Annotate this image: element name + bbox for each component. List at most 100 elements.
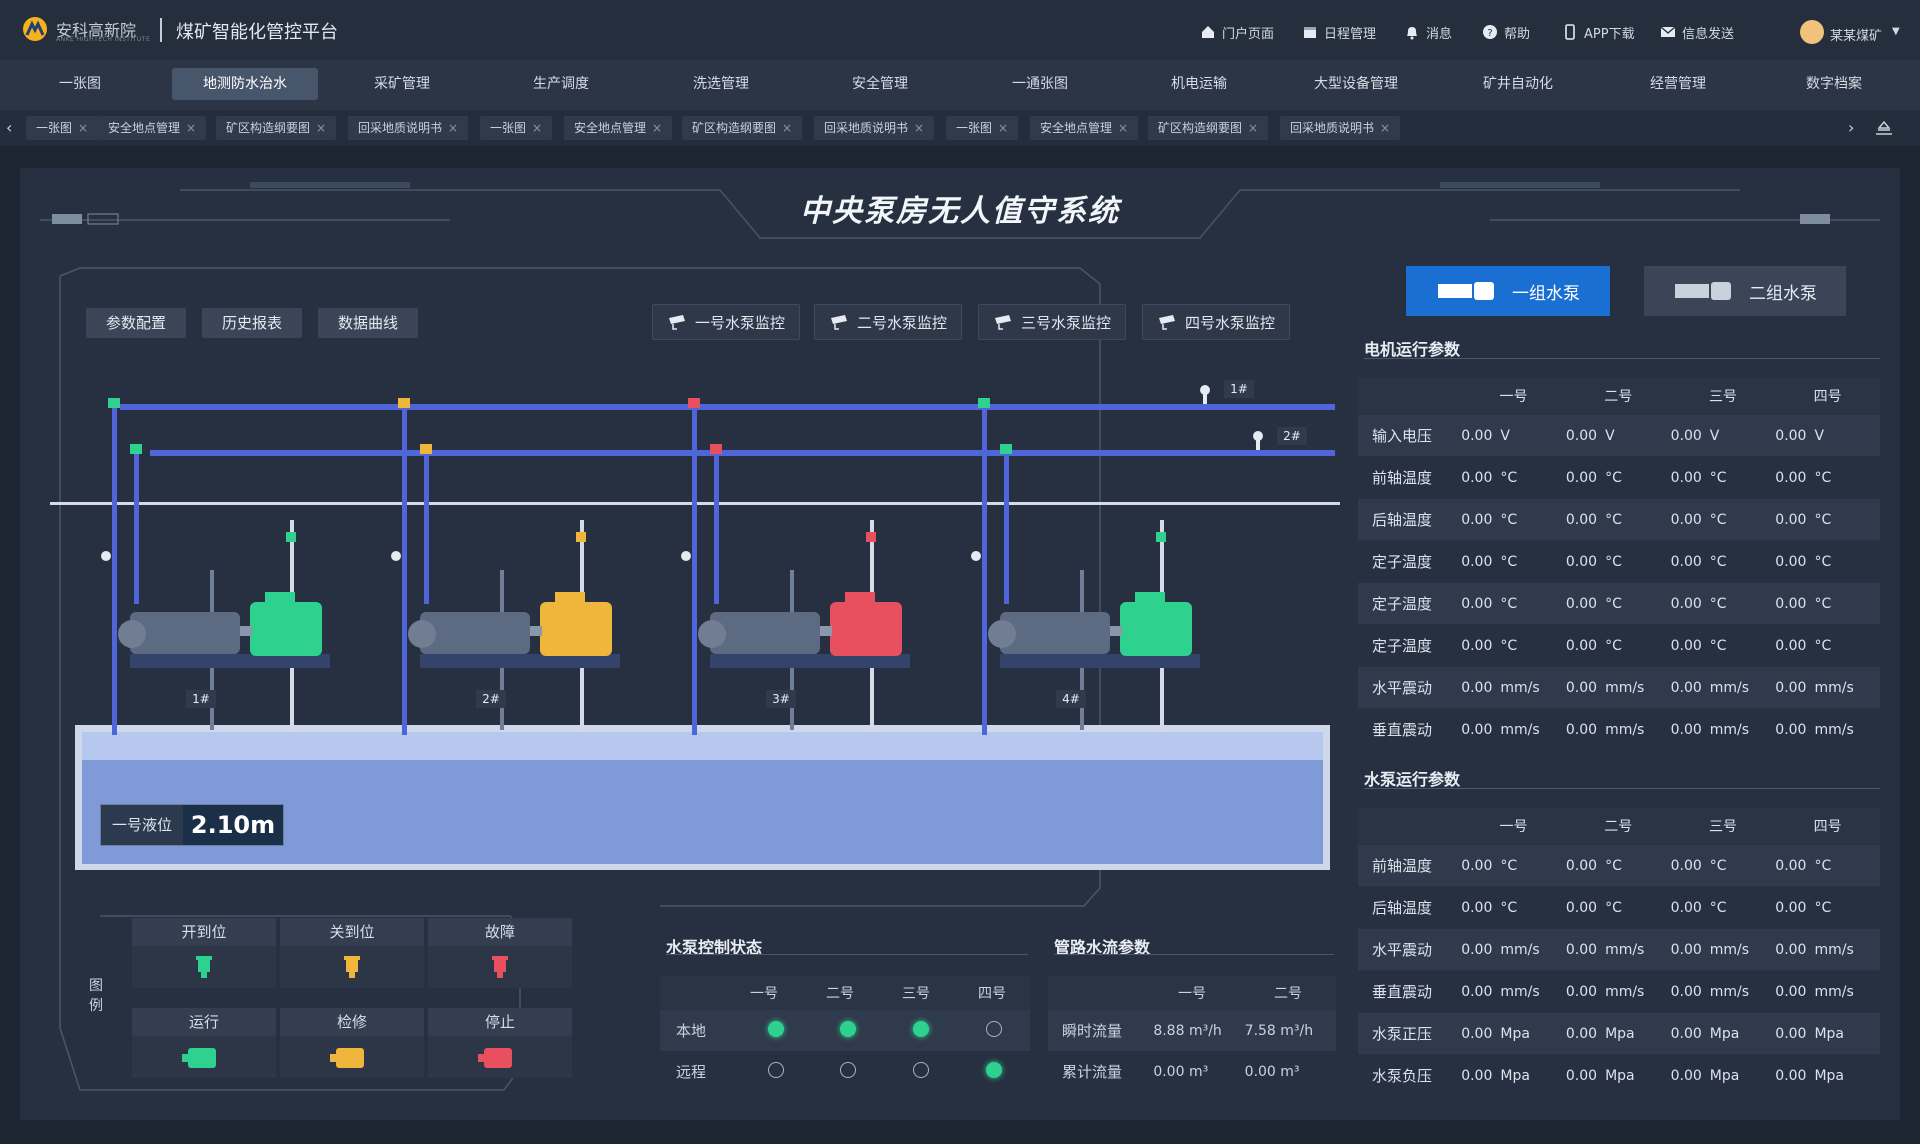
close-icon[interactable]: × [782, 121, 793, 135]
chevron-down-icon[interactable]: ▼ [1892, 26, 1900, 37]
close-icon[interactable]: × [914, 121, 925, 135]
riser-pipe [112, 404, 117, 604]
nav-item-washing[interactable]: 洗选管理 [693, 76, 749, 92]
open-tab[interactable]: 回采地质说明书× [814, 116, 935, 140]
schedule-link[interactable]: 日程管理 [1302, 22, 1376, 42]
nav-item-archive[interactable]: 数字档案 [1806, 76, 1862, 92]
open-tab[interactable]: 矿区构造纲要图× [1148, 116, 1269, 140]
open-tab[interactable]: 回采地质说明书× [348, 116, 469, 140]
param-config-button[interactable]: 参数配置 [86, 308, 186, 338]
status-indicator [767, 1020, 784, 1037]
open-tab[interactable]: 一张图× [26, 116, 99, 140]
close-icon[interactable]: × [1248, 121, 1259, 135]
open-tab[interactable]: 一张图× [480, 116, 553, 140]
send-info-link[interactable]: 信息发送 [1660, 22, 1734, 42]
close-icon[interactable]: × [998, 121, 1009, 135]
pump-group-1-tab[interactable]: 一组水泵 [1406, 266, 1610, 316]
open-tab[interactable]: 安全地点管理× [1030, 116, 1139, 140]
mail-icon [1660, 26, 1676, 37]
close-icon[interactable]: × [448, 121, 459, 135]
close-icon[interactable]: × [1380, 121, 1391, 135]
pump-unit[interactable]: 4# [971, 398, 1200, 735]
pump-unit[interactable]: 3# [681, 398, 910, 735]
open-tab[interactable]: 安全地点管理× [98, 116, 207, 140]
table-row: 远程 [660, 1051, 1030, 1092]
close-icon[interactable]: × [78, 121, 89, 135]
riser-pipe [402, 404, 407, 604]
pump-unit[interactable]: 2# [391, 398, 620, 735]
close-icon[interactable]: × [532, 121, 543, 135]
close-icon[interactable]: × [652, 121, 663, 135]
valve-fault-icon [492, 956, 508, 978]
param-value: 0.00°C [1565, 553, 1622, 570]
nav-item-equipment[interactable]: 大型设备管理 [1314, 76, 1398, 92]
liquid-level-label: 一号液位 [101, 805, 183, 845]
nav-item-water-control[interactable]: 地测防水治水 [172, 68, 318, 100]
valve-icon [398, 398, 410, 408]
chevron-right-icon[interactable]: › [1848, 118, 1855, 137]
open-tab[interactable]: 矿区构造纲要图× [216, 116, 337, 140]
suction-pipe [692, 520, 697, 735]
nav-item-ventilation[interactable]: 一通张图 [1012, 76, 1068, 92]
pump-group-2-tab[interactable]: 二组水泵 [1644, 266, 1846, 316]
open-tab[interactable]: 安全地点管理× [564, 116, 673, 140]
tab-menu-icon[interactable] [1874, 120, 1894, 136]
nav-item-dispatch[interactable]: 生产调度 [533, 76, 589, 92]
param-value: 0.00°C [1565, 637, 1622, 654]
pump-maintenance-icon [330, 1048, 364, 1068]
legend-item-closed: 关到位 [280, 918, 424, 988]
close-icon[interactable]: × [186, 121, 197, 135]
param-value: 0.00°C [1670, 553, 1727, 570]
close-icon[interactable]: × [316, 121, 327, 135]
nav-item-transport[interactable]: 机电运输 [1171, 76, 1227, 92]
open-tab[interactable]: 回采地质说明书× [1280, 116, 1401, 140]
status-indicator [985, 1061, 1002, 1078]
camera-icon [830, 315, 847, 330]
pump3-monitor-button[interactable]: 三号水泵监控 [978, 304, 1126, 340]
legend-item-stopped: 停止 [428, 1008, 572, 1078]
chevron-left-icon[interactable]: ‹ [6, 118, 13, 137]
message-link[interactable]: 消息 [1404, 22, 1452, 42]
history-report-button[interactable]: 历史报表 [202, 308, 302, 338]
param-value: 0.00°C [1670, 899, 1727, 916]
pump2-monitor-button[interactable]: 二号水泵监控 [814, 304, 962, 340]
user-name[interactable]: 某某煤矿 [1830, 29, 1883, 44]
pump-unit[interactable]: 1# [101, 398, 330, 735]
open-tab[interactable]: 矿区构造纲要图× [682, 116, 803, 140]
param-value: 0.00°C [1775, 899, 1832, 916]
app-download-link[interactable]: APP下载 [1562, 22, 1635, 42]
data-curve-button[interactable]: 数据曲线 [318, 308, 418, 338]
nav-item-map[interactable]: 一张图 [59, 76, 101, 92]
nav-item-safety[interactable]: 安全管理 [852, 76, 908, 92]
close-icon[interactable]: × [1118, 121, 1129, 135]
open-tab[interactable]: 一张图× [946, 116, 1019, 140]
portal-link[interactable]: 门户页面 [1200, 22, 1274, 42]
pump-body [1000, 612, 1110, 654]
page-title: 中央泵房无人值守系统 [800, 194, 1120, 229]
nav-item-automation[interactable]: 矿井自动化 [1483, 76, 1553, 92]
pump4-monitor-button[interactable]: 四号水泵监控 [1142, 304, 1290, 340]
help-link[interactable]: ? 帮助 [1482, 22, 1530, 42]
nav-item-business[interactable]: 经营管理 [1650, 76, 1706, 92]
pressure-gauge-icon [681, 551, 691, 561]
nav-item-mining[interactable]: 采矿管理 [374, 76, 430, 92]
pressure-gauge-icon [391, 551, 401, 561]
main-nav: 一张图 地测防水治水 采矿管理 生产调度 洗选管理 安全管理 一通张图 机电运输… [0, 60, 1920, 110]
legend-item-fault: 故障 [428, 918, 572, 988]
pump1-monitor-button[interactable]: 一号水泵监控 [652, 304, 800, 340]
valve-icon [286, 532, 296, 542]
logo-icon [23, 17, 47, 41]
pump-label: 1# [192, 692, 210, 706]
avatar[interactable] [1800, 20, 1824, 44]
